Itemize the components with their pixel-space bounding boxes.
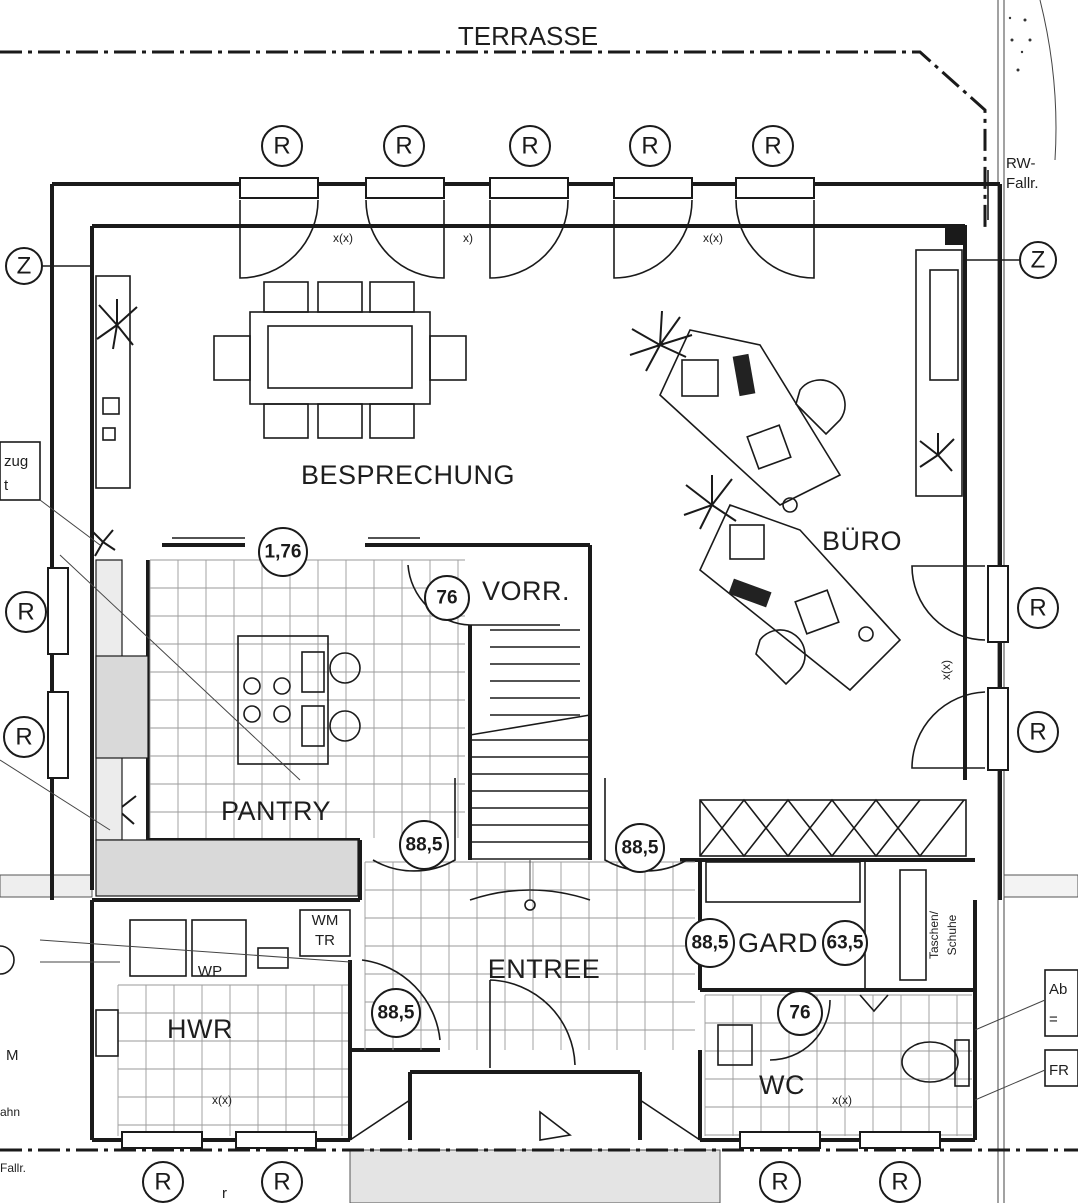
note-left-fallr: Fallr. xyxy=(0,1161,26,1175)
door-width-marker: 63,5 xyxy=(822,920,868,966)
note-left-zug: zug xyxy=(4,453,28,470)
window-marker: R xyxy=(261,1161,303,1203)
window-marker: R xyxy=(759,1161,801,1203)
note-x-1: x) xyxy=(463,231,473,245)
room-label-gard: GARD xyxy=(738,928,818,958)
annotations: WM TR WP Taschen/ Schuhe x(x) x(x) zug t… xyxy=(0,441,1078,1202)
window-marker: R xyxy=(261,125,303,167)
note-xx-1: x(x) xyxy=(333,231,353,245)
window-marker: R xyxy=(879,1161,921,1203)
svg-text:1,76: 1,76 xyxy=(265,542,302,563)
room-labels: BESPRECHUNG BÜRO VORR. PANTRY ENTREE HWR… xyxy=(167,460,902,1100)
svg-text:76: 76 xyxy=(436,588,457,609)
window-marker: R xyxy=(5,591,47,633)
svg-text:Z: Z xyxy=(1031,247,1046,274)
door-width-marker: 1,76 xyxy=(258,527,308,577)
window-marker: R xyxy=(1017,587,1059,629)
svg-text:76: 76 xyxy=(789,1003,810,1024)
door-width-marker: 76 xyxy=(424,575,470,621)
svg-text:R: R xyxy=(771,1169,788,1196)
room-label-buero: BÜRO xyxy=(822,526,902,556)
window-marker: R xyxy=(383,125,425,167)
top-windows: x(x) x) x(x) xyxy=(239,177,815,279)
door-width-marker: 88,5 xyxy=(685,918,735,968)
room-label-pantry: PANTRY xyxy=(221,796,331,826)
note-taschen: Taschen/ xyxy=(927,910,941,959)
wc-fixtures xyxy=(717,994,970,1087)
svg-text:R: R xyxy=(395,133,412,160)
svg-text:R: R xyxy=(764,133,781,160)
room-label-hwr: HWR xyxy=(167,1014,233,1044)
note-bottom-r: r xyxy=(222,1185,227,1202)
note-right-fr: FR xyxy=(1049,1062,1069,1079)
bottom-windows xyxy=(0,1110,1078,1203)
hwr-equipment xyxy=(0,909,351,1057)
note-left-m: M xyxy=(6,1047,19,1064)
wardrobe xyxy=(699,798,967,981)
window-marker: R xyxy=(1017,711,1059,753)
door-width-marker: 88,5 xyxy=(371,988,421,1038)
note-left-t: t xyxy=(4,477,9,494)
door-width-marker: 88,5 xyxy=(399,820,449,870)
terrace-label: TERRASSE xyxy=(458,21,598,51)
note-left-hn: ahn xyxy=(0,1105,20,1119)
terrace-boundary: TERRASSE RW- Fallr. xyxy=(0,21,1039,245)
window-marker: R xyxy=(3,716,45,758)
svg-text:R: R xyxy=(17,599,34,626)
svg-text:R: R xyxy=(1029,719,1046,746)
window-marker: R xyxy=(629,125,671,167)
note-schuhe: Schuhe xyxy=(945,914,959,955)
note-xx-right: x(x) xyxy=(939,660,953,680)
rw-fallrohr-line2: Fallr. xyxy=(1006,175,1039,192)
door-width-labels: 1,76 76 88,5 88,5 88,5 88,5 63,5 76 xyxy=(258,527,868,1038)
tile-grids xyxy=(117,559,972,1136)
plants xyxy=(92,299,955,827)
note-wp: WP xyxy=(198,963,222,980)
note-right-ab: Ab xyxy=(1049,981,1067,998)
window-marker: R xyxy=(509,125,551,167)
svg-text:88,5: 88,5 xyxy=(378,1003,415,1024)
svg-text:R: R xyxy=(521,133,538,160)
window-marker: R xyxy=(752,125,794,167)
window-marker: R xyxy=(142,1161,184,1203)
z-marker: Z xyxy=(1019,241,1057,279)
note-xx-hwr: x(x) xyxy=(212,1093,232,1107)
door-width-marker: 76 xyxy=(777,990,823,1036)
note-right-eq: = xyxy=(1049,1011,1058,1028)
svg-text:R: R xyxy=(273,133,290,160)
pantry-island xyxy=(59,554,361,897)
svg-text:R: R xyxy=(273,1169,290,1196)
door-width-marker: 88,5 xyxy=(615,823,665,873)
rw-fallrohr-line1: RW- xyxy=(1006,155,1035,172)
svg-text:R: R xyxy=(15,724,32,751)
note-xx-wc: x(x) xyxy=(832,1093,852,1107)
room-label-wc: WC xyxy=(759,1070,805,1100)
side-windows: x(x) xyxy=(47,565,1009,779)
note-wm: WM xyxy=(312,912,339,929)
svg-text:R: R xyxy=(154,1169,171,1196)
outer-walls xyxy=(50,182,1002,1142)
note-xx-2: x(x) xyxy=(703,231,723,245)
room-label-besprechung: BESPRECHUNG xyxy=(301,460,515,490)
window-markers: R R R R R R R R R R R R R Z Z xyxy=(3,125,1059,1203)
svg-text:63,5: 63,5 xyxy=(827,933,864,954)
svg-text:88,5: 88,5 xyxy=(692,933,729,954)
svg-text:R: R xyxy=(891,1169,908,1196)
svg-text:R: R xyxy=(1029,595,1046,622)
sideboards xyxy=(95,249,963,497)
room-label-entree: ENTREE xyxy=(488,954,601,984)
conference-table xyxy=(213,281,467,439)
room-label-vorr: VORR. xyxy=(482,576,570,606)
svg-text:Z: Z xyxy=(17,253,32,280)
svg-text:88,5: 88,5 xyxy=(406,835,443,856)
staircase xyxy=(469,629,591,911)
office-desks xyxy=(659,329,902,692)
svg-text:R: R xyxy=(641,133,658,160)
z-marker: Z xyxy=(5,247,43,285)
note-tr: TR xyxy=(315,932,335,949)
svg-text:88,5: 88,5 xyxy=(622,838,659,859)
